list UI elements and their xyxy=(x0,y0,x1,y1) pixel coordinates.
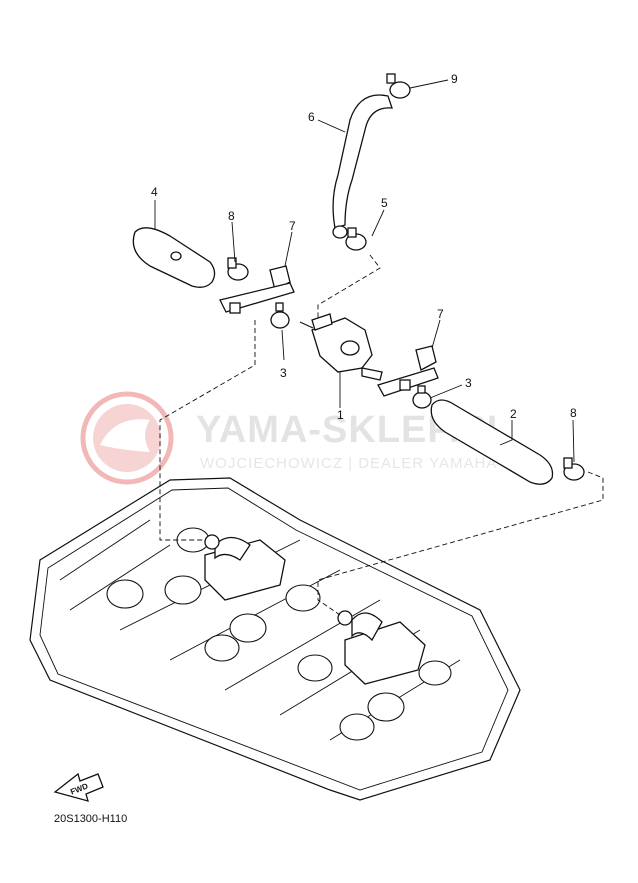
callout-3-right: 3 xyxy=(465,376,472,390)
watermark-logo xyxy=(80,391,174,485)
callout-2: 2 xyxy=(510,407,517,421)
part-4-air-cut-hose xyxy=(132,227,216,288)
callout-8-right: 8 xyxy=(570,406,577,420)
fwd-arrow-icon: FWD xyxy=(53,772,104,802)
part-1-air-cut-valve xyxy=(299,313,383,381)
callout-7-right: 7 xyxy=(437,307,444,321)
part-8-clip-right xyxy=(563,457,585,481)
callout-4: 4 xyxy=(151,185,158,199)
reed-valve-cover-front xyxy=(204,534,286,601)
part-5-clip-mid xyxy=(345,227,367,251)
part-3-clamp-left xyxy=(270,302,290,329)
callout-6: 6 xyxy=(308,110,315,124)
cylinder-head-cover xyxy=(29,477,521,801)
leader-lines xyxy=(154,79,575,463)
part-9-clip-top xyxy=(386,73,411,99)
part-2-hose xyxy=(430,399,554,485)
part-3-clamp-right xyxy=(412,385,432,409)
callout-3-left: 3 xyxy=(280,366,287,380)
callout-1: 1 xyxy=(337,408,344,422)
callout-labels: 1 2 3 3 4 5 6 7 7 8 8 9 xyxy=(151,72,577,422)
part-7-bracket-right xyxy=(377,345,439,397)
routing-lines xyxy=(159,254,604,616)
watermark-subtitle: WOJCIECHOWICZ | DEALER YAMAHA xyxy=(200,455,497,472)
callout-5: 5 xyxy=(381,196,388,210)
reed-valve-cover-rear xyxy=(337,610,426,685)
part-8-clip-left xyxy=(227,257,249,281)
callout-7-left: 7 xyxy=(289,219,296,233)
spark-plug-wells xyxy=(106,527,452,741)
drawing-code: 20S1300-H110 xyxy=(54,813,127,825)
callout-9: 9 xyxy=(451,72,458,86)
part-7-bracket-left xyxy=(219,265,295,314)
callout-8-left: 8 xyxy=(228,209,235,223)
part-6-hose-upper xyxy=(332,94,393,239)
